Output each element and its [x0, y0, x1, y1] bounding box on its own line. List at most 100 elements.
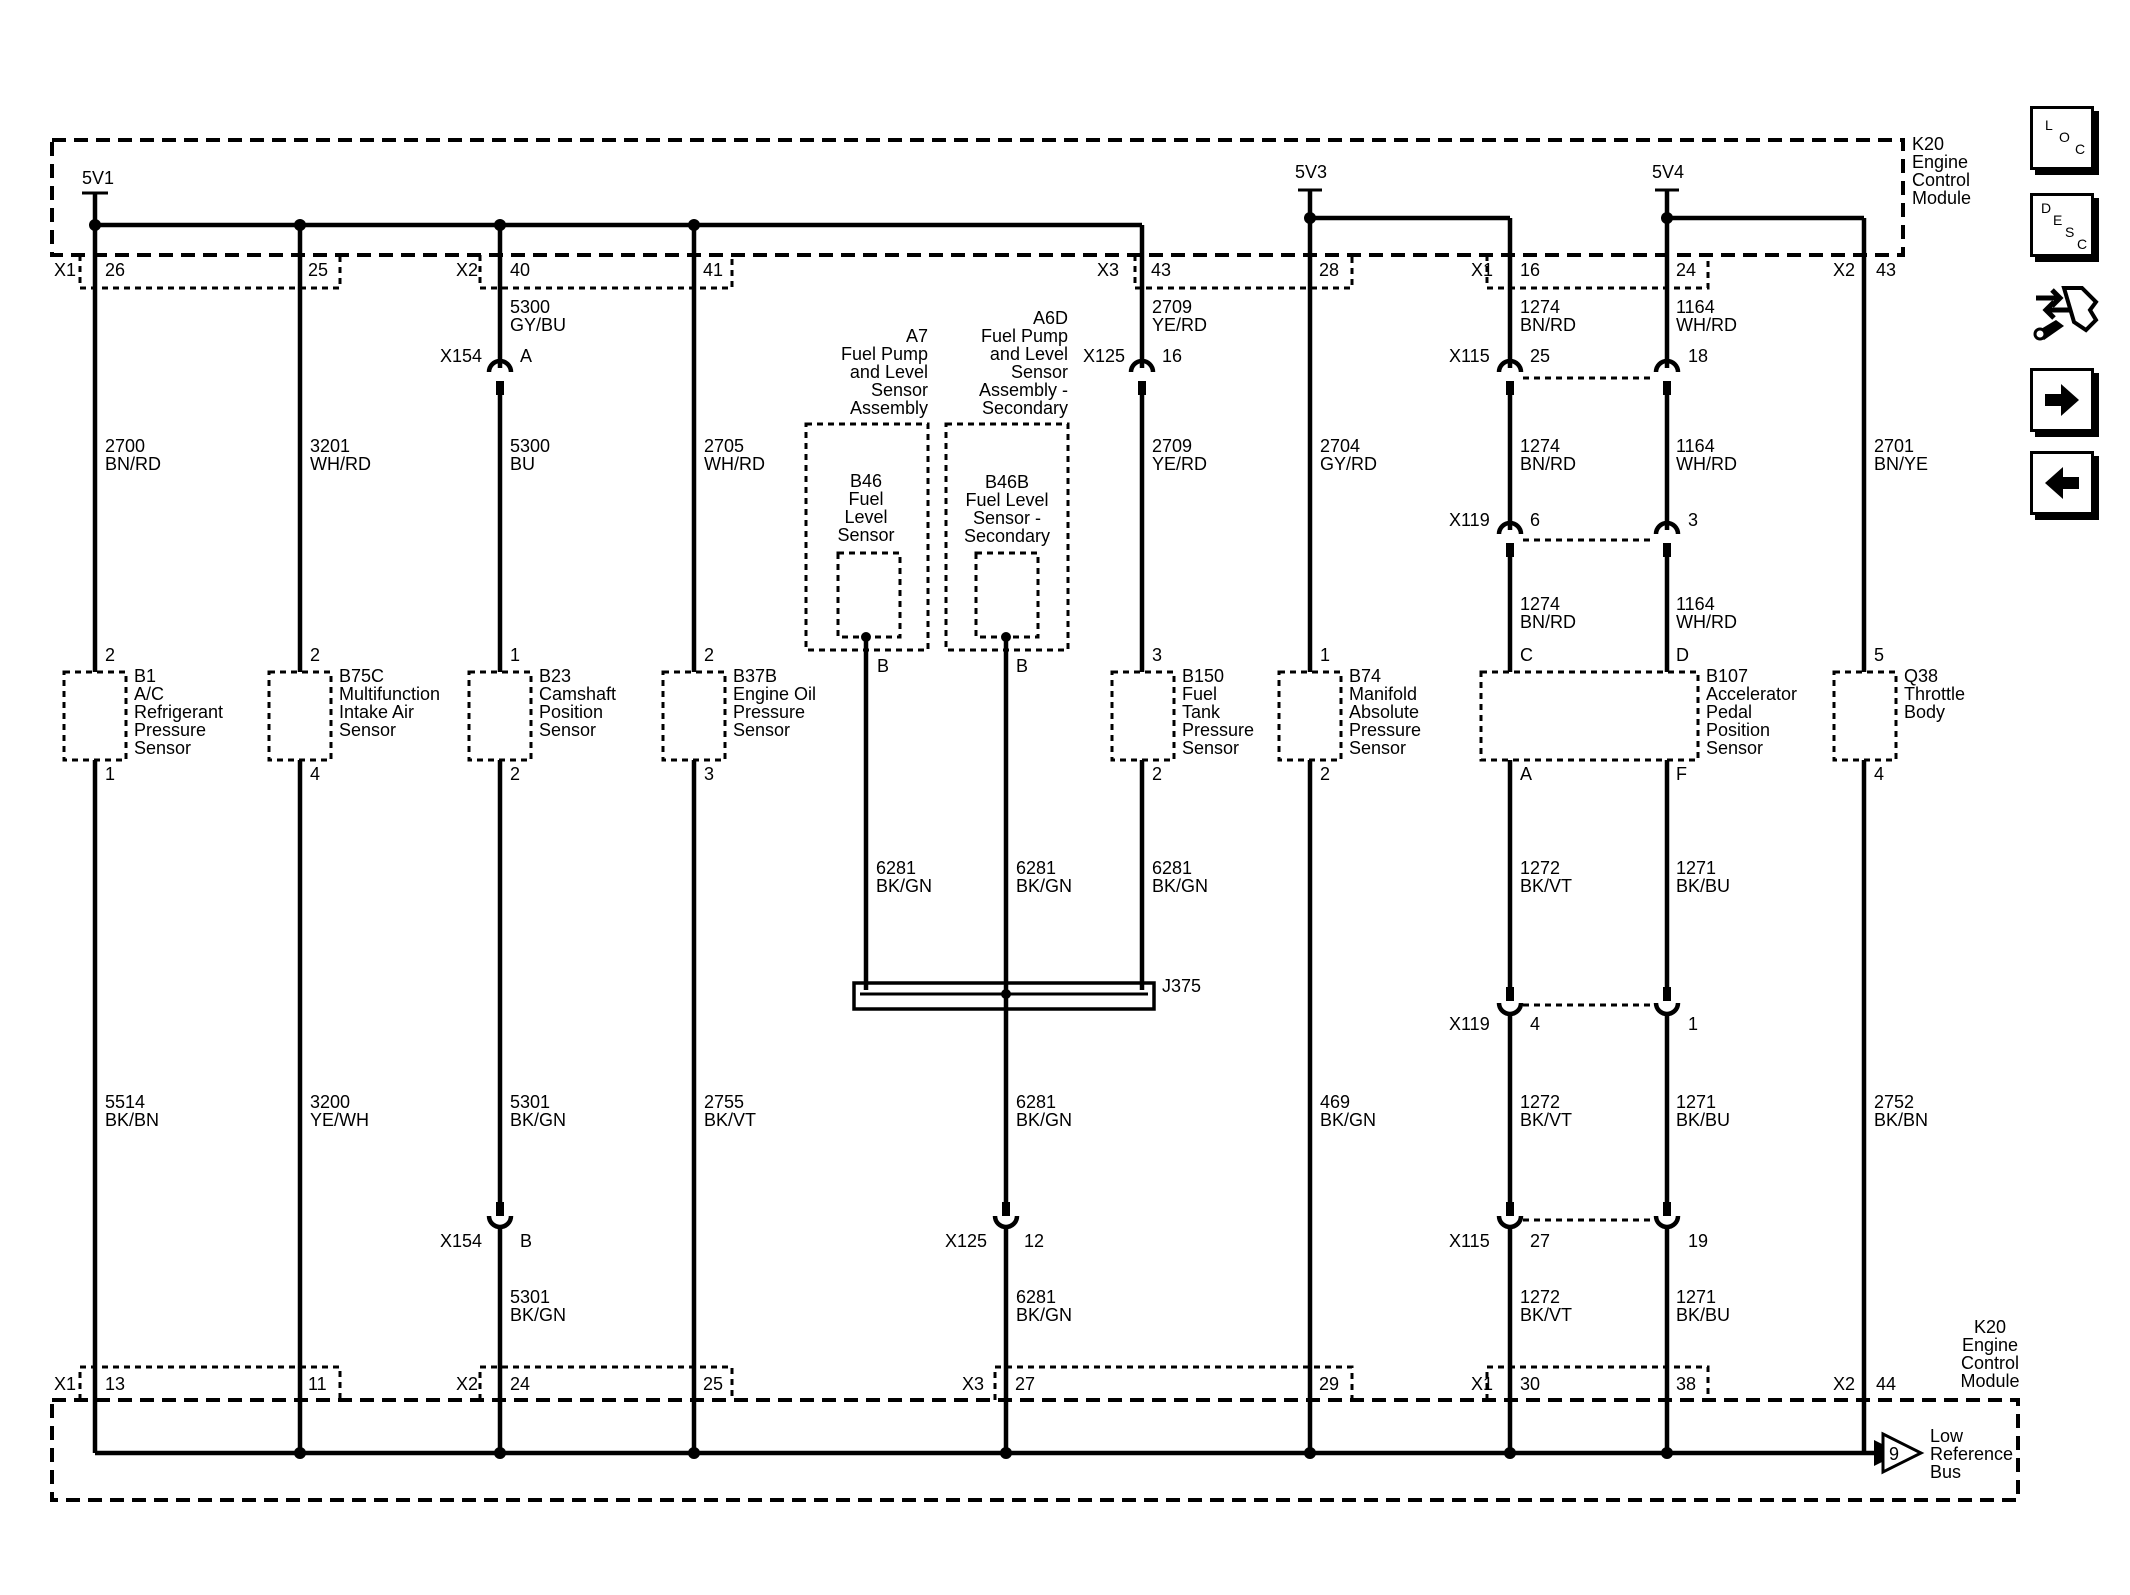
svg-text:BK/VT: BK/VT: [1520, 1110, 1572, 1130]
svg-text:Accelerator: Accelerator: [1706, 684, 1797, 704]
svg-text:Control: Control: [1912, 170, 1970, 190]
svg-text:BK/GN: BK/GN: [1320, 1110, 1376, 1130]
loc-button[interactable]: L O C: [2030, 106, 2094, 170]
svg-text:Reference: Reference: [1930, 1444, 2013, 1464]
svg-text:B: B: [1016, 656, 1028, 676]
svg-text:BK/VT: BK/VT: [1520, 876, 1572, 896]
svg-text:3: 3: [1688, 510, 1698, 530]
svg-text:16: 16: [1520, 260, 1540, 280]
svg-text:2709: 2709: [1152, 297, 1192, 317]
svg-text:BN/RD: BN/RD: [105, 454, 161, 474]
svg-text:24: 24: [510, 1374, 530, 1394]
svg-text:1: 1: [1320, 645, 1330, 665]
connector-x3-top: X3: [1097, 260, 1119, 280]
svg-text:1274: 1274: [1520, 297, 1560, 317]
svg-text:Sensor: Sensor: [134, 738, 191, 758]
svg-text:27: 27: [1530, 1231, 1550, 1251]
svg-text:24: 24: [1676, 260, 1696, 280]
svg-text:X2: X2: [456, 1374, 478, 1394]
svg-text:YE/WH: YE/WH: [310, 1110, 369, 1130]
svg-text:Fuel Pump: Fuel Pump: [841, 344, 928, 364]
svg-text:Sensor: Sensor: [339, 720, 396, 740]
svg-text:Absolute: Absolute: [1349, 702, 1419, 722]
bottom-connector-outlines: [78, 1365, 1710, 1400]
svg-text:Fuel Level: Fuel Level: [965, 490, 1048, 510]
svg-text:44: 44: [1876, 1374, 1896, 1394]
svg-text:6281: 6281: [1016, 858, 1056, 878]
circuit-b107: 1274 BN/RD 1164 WH/RD X115 25 18 1274 BN…: [1449, 218, 1797, 1453]
svg-text:BK/VT: BK/VT: [704, 1110, 756, 1130]
svg-text:2: 2: [1152, 764, 1162, 784]
svg-text:Camshaft: Camshaft: [539, 684, 616, 704]
component-b74-label: B74: [1349, 666, 1381, 686]
svg-text:Bus: Bus: [1930, 1462, 1961, 1482]
svg-text:1164: 1164: [1676, 594, 1715, 614]
svg-text:BK/GN: BK/GN: [1016, 1305, 1072, 1325]
connector-x125-bottom: X125: [945, 1231, 987, 1251]
svg-text:5301: 5301: [510, 1092, 550, 1112]
arrow-left-icon: [2045, 467, 2079, 499]
svg-text:and Level: and Level: [990, 344, 1068, 364]
svg-text:25: 25: [308, 260, 328, 280]
svg-text:C: C: [1520, 645, 1533, 665]
svg-text:BK/GN: BK/GN: [1016, 876, 1072, 896]
svg-text:D: D: [1676, 645, 1689, 665]
svg-text:1164: 1164: [1676, 297, 1715, 317]
svg-text:Intake Air: Intake Air: [339, 702, 414, 722]
svg-text:29: 29: [1319, 1374, 1339, 1394]
svg-text:Module: Module: [1912, 188, 1971, 208]
svg-text:Fuel Pump: Fuel Pump: [981, 326, 1068, 346]
svg-text:A: A: [1520, 764, 1532, 784]
svg-text:BK/GN: BK/GN: [510, 1110, 566, 1130]
component-b46-label: B46: [850, 471, 882, 491]
svg-text:Tank: Tank: [1182, 702, 1221, 722]
svg-text:2: 2: [510, 764, 520, 784]
svg-text:469: 469: [1320, 1092, 1350, 1112]
circuit-b75c: 3201 WH/RD 2 4 B75C Multifunction Intake…: [267, 225, 440, 1453]
svg-text:2701: 2701: [1874, 436, 1914, 456]
component-b23-label: B23: [539, 666, 571, 686]
circuit-b23: 5300 GY/BU X154 A 5300 BU 1 2 B23 Camsha…: [440, 225, 616, 1453]
ecm-bottom-name: K20: [1974, 1317, 2006, 1337]
svg-text:X3: X3: [962, 1374, 984, 1394]
next-button[interactable]: [2030, 368, 2094, 432]
svg-text:30: 30: [1520, 1374, 1540, 1394]
svg-text:Sensor: Sensor: [1011, 362, 1068, 382]
svg-text:Control: Control: [1961, 1353, 2019, 1373]
svg-text:Fuel: Fuel: [848, 489, 883, 509]
svg-text:13: 13: [105, 1374, 125, 1394]
svg-text:Fuel: Fuel: [1182, 684, 1217, 704]
supply-5v4: 5V4: [1652, 162, 1684, 218]
svg-text:BK/BN: BK/BN: [105, 1110, 159, 1130]
component-b1-label: B1: [134, 666, 156, 686]
svg-text:Sensor -: Sensor -: [973, 508, 1041, 528]
svg-text:BN/RD: BN/RD: [1520, 315, 1576, 335]
svg-text:BN/RD: BN/RD: [1520, 612, 1576, 632]
connector-tool-icon[interactable]: [2030, 280, 2100, 344]
svg-text:12: 12: [1024, 1231, 1044, 1251]
svg-text:16: 16: [1162, 346, 1182, 366]
svg-text:X2: X2: [1833, 1374, 1855, 1394]
svg-text:Low: Low: [1930, 1426, 1964, 1446]
svg-text:2: 2: [310, 645, 320, 665]
svg-text:Module: Module: [1960, 1371, 2019, 1391]
svg-text:Sensor: Sensor: [539, 720, 596, 740]
svg-text:GY/BU: GY/BU: [510, 315, 566, 335]
previous-button[interactable]: [2030, 451, 2094, 515]
svg-text:6: 6: [1530, 510, 1540, 530]
svg-text:1: 1: [510, 645, 520, 665]
desc-button[interactable]: D E S C: [2030, 193, 2094, 257]
svg-text:WH/RD: WH/RD: [1676, 454, 1737, 474]
component-a7-label: A7: [906, 326, 928, 346]
svg-text:Engine: Engine: [1912, 152, 1968, 172]
svg-text:4: 4: [310, 764, 320, 784]
svg-text:Assembly -: Assembly -: [979, 380, 1068, 400]
svg-text:3: 3: [1152, 645, 1162, 665]
connector-x2-top: X2: [456, 260, 478, 280]
svg-text:Sensor: Sensor: [733, 720, 790, 740]
circuit-q38: 2701 BN/YE 5 4 Q38 Throttle Body 2752 BK…: [1832, 218, 1965, 1453]
svg-text:X1: X1: [54, 1374, 76, 1394]
svg-text:43: 43: [1151, 260, 1171, 280]
ecm-bottom-module: K20 Engine Control Module: [50, 1317, 2020, 1502]
svg-text:Sensor: Sensor: [1182, 738, 1239, 758]
